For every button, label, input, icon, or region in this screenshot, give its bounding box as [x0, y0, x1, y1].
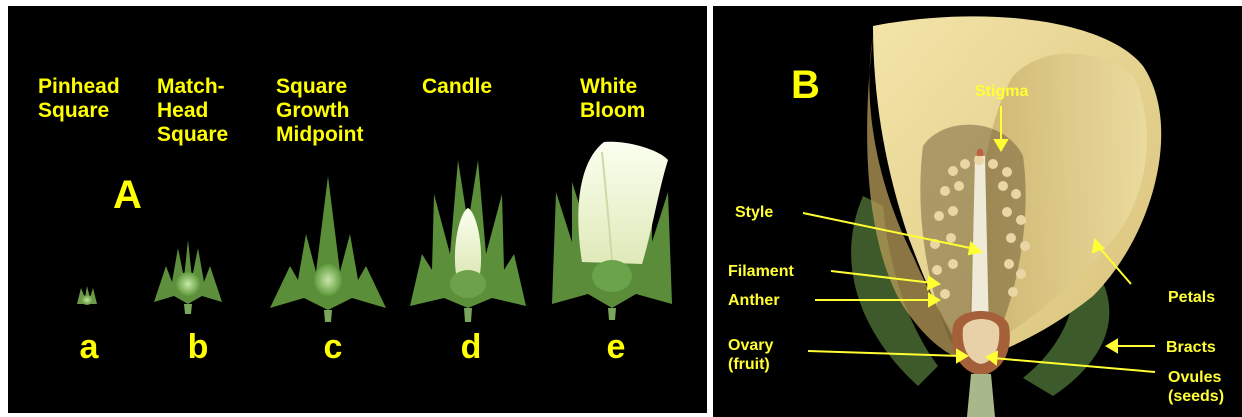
stage-title-white-bloom: White Bloom	[580, 75, 645, 123]
label-ovules: Ovules (seeds)	[1168, 368, 1224, 406]
stage-title-match-head-square: Match- Head Square	[157, 75, 228, 147]
label-stigma: Stigma	[975, 82, 1028, 101]
stage-letter-c: c	[313, 329, 353, 365]
white-bloom-flower	[552, 142, 672, 320]
label-style: Style	[735, 203, 773, 222]
label-filament: Filament	[728, 262, 794, 281]
pinhead-square-bud	[77, 286, 97, 305]
stage-title-square-growth-midpoint: Square Growth Midpoint	[276, 75, 363, 147]
stage-letter-e: e	[596, 329, 636, 365]
label-ovary: Ovary (fruit)	[728, 336, 773, 374]
stage-title-candle: Candle	[422, 75, 492, 99]
panel-a-letter: A	[113, 174, 142, 216]
stage-letter-d: d	[451, 329, 491, 365]
stage-letter-a: a	[69, 329, 109, 365]
stage-letter-b: b	[178, 329, 218, 365]
panel-b-letter: B	[791, 64, 820, 106]
label-petals: Petals	[1168, 288, 1215, 307]
label-anther: Anther	[728, 291, 780, 310]
candle-bud	[410, 160, 526, 322]
panel-a: A Pinhead Square Match- Head Square Squa…	[8, 6, 707, 413]
stage-title-pinhead-square: Pinhead Square	[38, 75, 120, 123]
match-head-square-bud	[154, 240, 222, 314]
panel-b: B Stigma Style Filament Anther Ovary (fr…	[713, 6, 1242, 417]
label-bracts: Bracts	[1166, 338, 1216, 357]
square-growth-midpoint-bud	[270, 176, 386, 322]
